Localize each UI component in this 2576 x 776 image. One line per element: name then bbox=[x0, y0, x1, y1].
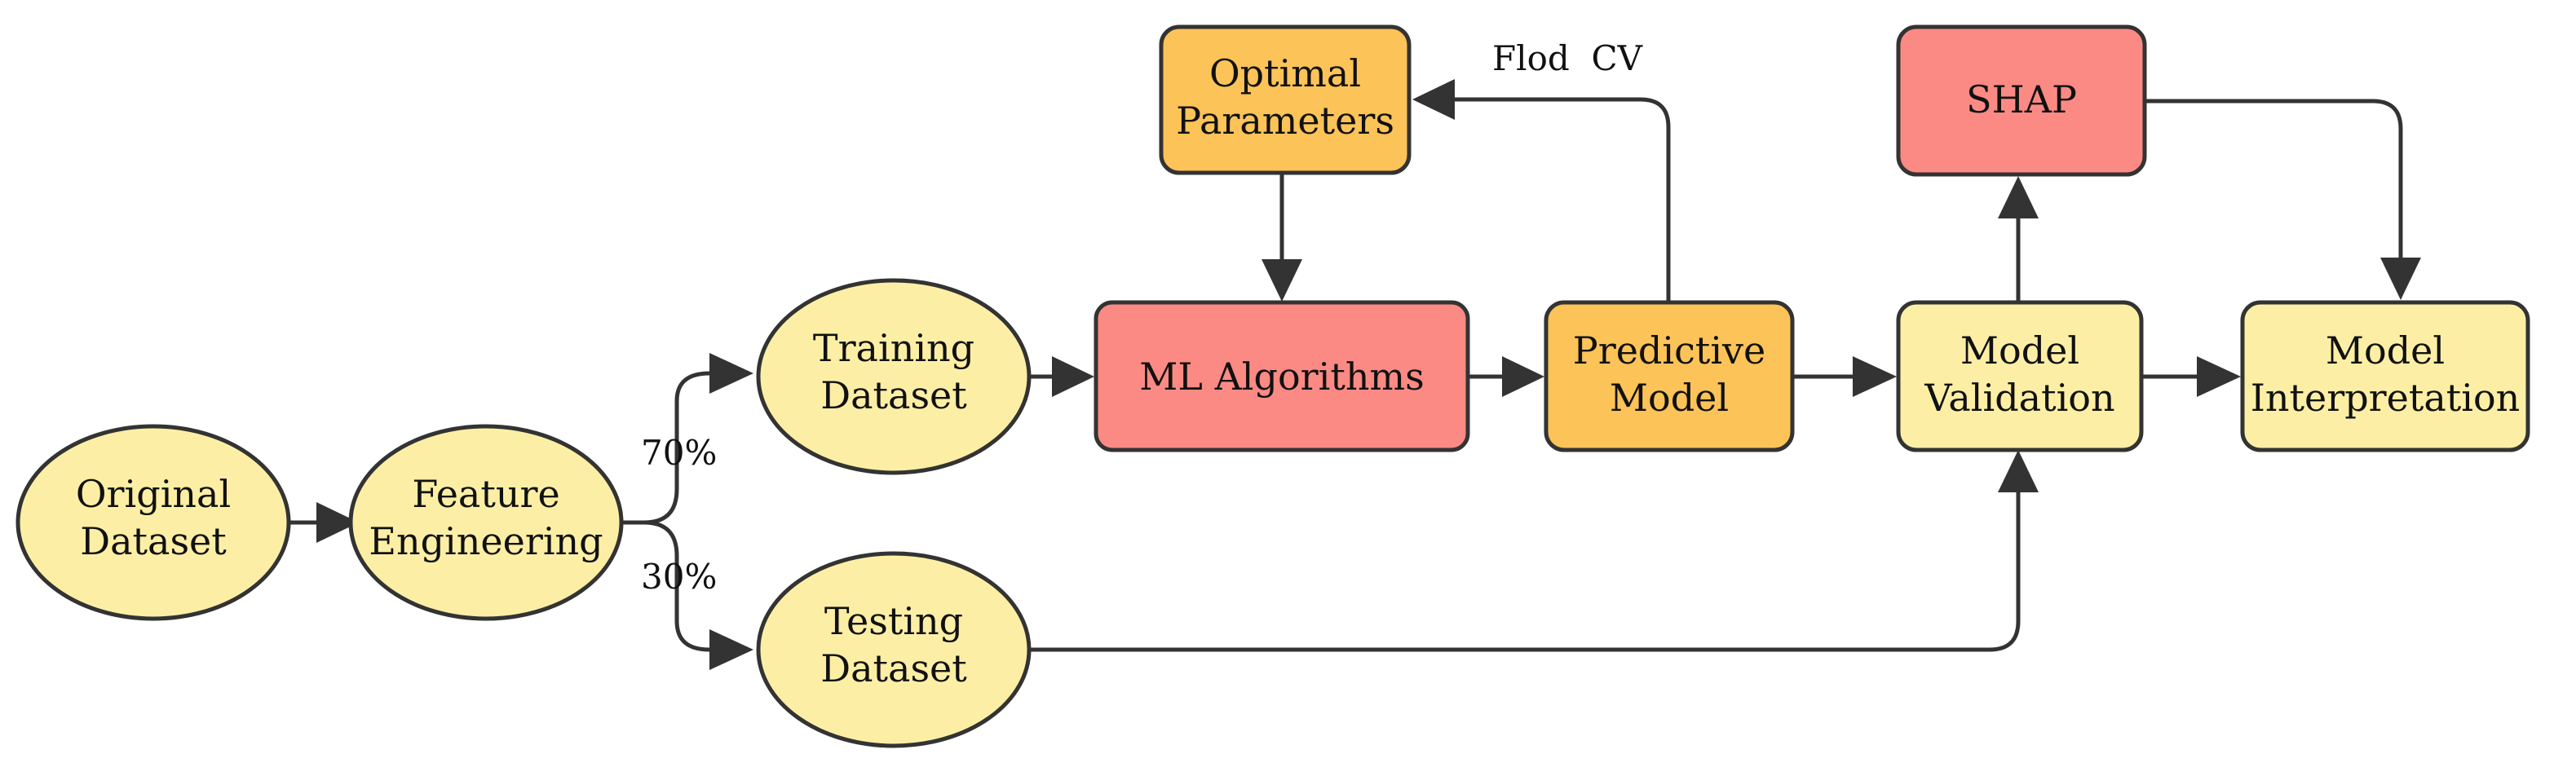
edges bbox=[290, 79, 2421, 670]
node-optimal-parameters: Optimal Parameters bbox=[1159, 24, 1412, 175]
arrowhead-predictive bbox=[1502, 356, 1544, 397]
arrowhead-ml-top bbox=[1261, 259, 1302, 302]
node-label-line1: Optimal bbox=[1209, 51, 1361, 95]
node-shape bbox=[1544, 300, 1795, 452]
node-label-line1: Original bbox=[76, 472, 231, 516]
node-shape bbox=[1896, 24, 2147, 177]
node-shape bbox=[1896, 300, 2144, 452]
arrowhead-training bbox=[709, 353, 753, 394]
edge-shap-to-interpretation bbox=[2146, 99, 2403, 262]
node-label-line1: Predictive bbox=[1573, 328, 1766, 373]
node-label-line2: Model bbox=[1610, 376, 1729, 420]
node-label-line1: Training bbox=[813, 326, 974, 370]
node-model-validation: Model Validation bbox=[1896, 300, 2144, 452]
node-label-line2: Validation bbox=[1924, 376, 2114, 420]
arrowhead-validation-bottom bbox=[1998, 450, 2039, 492]
node-shape bbox=[1159, 24, 1412, 175]
edge-label-cv: Flod CV bbox=[1492, 38, 1643, 78]
edge-feature-to-training bbox=[610, 371, 718, 525]
edge-label-train-split: 70% bbox=[641, 433, 717, 473]
node-label-line1: Feature bbox=[412, 472, 559, 516]
node-original-dataset: Original Dataset bbox=[15, 424, 291, 621]
node-ml-algorithms: ML Algorithms bbox=[1094, 300, 1470, 452]
node-label-line1: Model bbox=[1960, 328, 2079, 373]
node-model-interpretation: Model Interpretation bbox=[2240, 300, 2530, 452]
node-shape bbox=[756, 278, 1032, 475]
arrowhead-validation bbox=[1853, 356, 1897, 397]
edge-predictive-to-optimal bbox=[1451, 97, 1671, 302]
node-label-line2: Engineering bbox=[369, 519, 603, 563]
arrowhead-optimal bbox=[1412, 79, 1455, 120]
arrowhead-ml bbox=[1052, 356, 1094, 397]
node-label-line2: Dataset bbox=[80, 519, 227, 563]
node-label-line2: Dataset bbox=[820, 373, 967, 417]
arrowhead-testing bbox=[709, 629, 753, 670]
node-training-dataset: Training Dataset bbox=[756, 278, 1032, 475]
node-predictive-model: Predictive Model bbox=[1544, 300, 1795, 452]
node-label-line2: Parameters bbox=[1176, 99, 1394, 143]
node-shape bbox=[1094, 300, 1470, 452]
node-label-line1: Model bbox=[2326, 328, 2445, 373]
node-label-line2: Dataset bbox=[820, 646, 967, 690]
node-label: ML Algorithms bbox=[1139, 355, 1424, 399]
arrowhead-interpretation bbox=[2197, 356, 2241, 397]
edge-label-test-split: 30% bbox=[641, 557, 717, 597]
node-shap: SHAP bbox=[1896, 24, 2147, 177]
node-shape bbox=[756, 551, 1032, 748]
node-label: SHAP bbox=[1966, 77, 2077, 121]
node-testing-dataset: Testing Dataset bbox=[756, 551, 1032, 748]
node-feature-engineering: Feature Engineering bbox=[348, 424, 624, 621]
node-shape bbox=[15, 424, 291, 621]
node-shape bbox=[2240, 300, 2530, 452]
edge-testing-to-validation bbox=[1029, 486, 2021, 652]
edge-feature-to-testing bbox=[643, 520, 718, 652]
node-label-line1: Testing bbox=[824, 599, 963, 643]
node-shape bbox=[348, 424, 624, 621]
node-label-line2: Interpretation bbox=[2251, 376, 2521, 420]
arrowhead-interpretation-top bbox=[2380, 258, 2421, 300]
arrowhead-shap bbox=[1998, 176, 2039, 218]
arrowhead-feature bbox=[316, 502, 359, 543]
